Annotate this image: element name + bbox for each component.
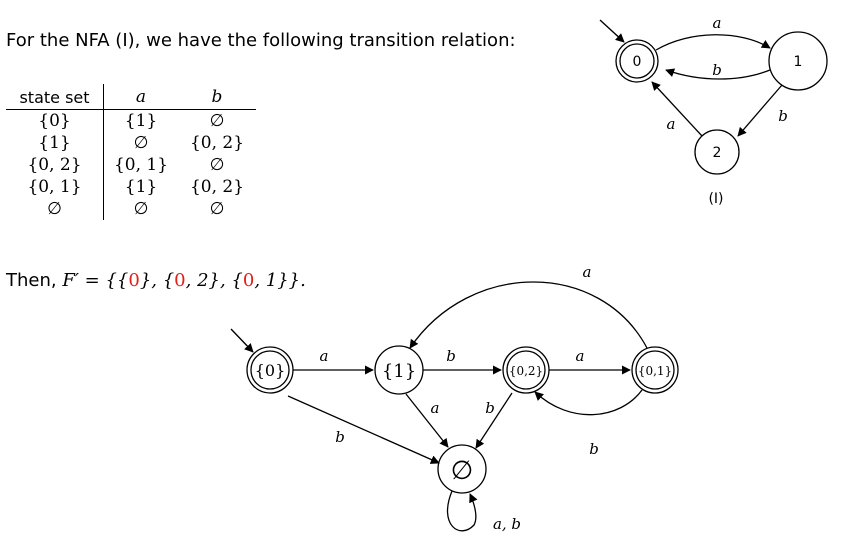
dfa-state-0-label: {0} — [255, 361, 286, 380]
dfa-edge-0-empty-label: b — [335, 428, 345, 446]
nfa-state-2-label: 2 — [713, 145, 722, 161]
nfa-edge-1-2-label: b — [778, 107, 788, 125]
transition-table: state set a b {0} {1} ∅ {1} ∅ {0, 2} {0,… — [6, 84, 256, 220]
nfa-state-0-label: 0 — [633, 54, 642, 70]
dfa-edge-0-1-label: a — [320, 347, 329, 365]
set2-rest: , 2}, { — [185, 270, 243, 291]
dfa-state-1-label: {1} — [382, 361, 416, 382]
nfa-edge-1-0 — [665, 68, 771, 80]
dfa-state-02-label: {0,2} — [509, 364, 543, 378]
nfa-edge-2-0 — [651, 81, 703, 137]
dfa-state-01: {0,1} — [631, 346, 679, 394]
fprime-open: F′ = {{ — [62, 270, 129, 291]
dfa-edge-empty-loop-label: a, b — [493, 515, 521, 533]
red-zero-3: 0 — [242, 270, 255, 291]
dfa-edge-1-empty-label: a — [431, 399, 440, 417]
cell: ∅ — [209, 111, 225, 131]
nfa-state-1: 1 — [768, 31, 828, 91]
dfa-edge-empty-loop — [446, 490, 478, 532]
dfa-state-02: {0,2} — [502, 346, 550, 394]
dfa-edge-02-empty-label: b — [485, 399, 495, 417]
dfa-edge-01-1 — [409, 281, 648, 349]
fprime-math: F′ = {{0}, {0, 2}, {0, 1}}. — [62, 270, 306, 291]
nfa-diagram: 0 1 2 a b b a (I) — [599, 14, 828, 207]
table-row: ∅ ∅ ∅ — [6, 198, 256, 220]
dfa-edge-01-02 — [534, 389, 643, 416]
dfa-state-1: {1} — [374, 345, 424, 395]
nfa-state-2: 2 — [694, 129, 740, 175]
nfa-state-0: 0 — [615, 39, 659, 83]
nfa-edge-0-1-label: a — [713, 14, 722, 32]
table-row: {1} ∅ {0, 2} — [6, 132, 256, 154]
dfa-edge-0-empty — [287, 395, 440, 464]
intro-text: For the NFA (I), we have the following t… — [6, 30, 516, 51]
dfa-state-01-label: {0,1} — [638, 364, 672, 378]
set1-rest: }, { — [139, 270, 175, 291]
then-prefix: Then, — [6, 270, 63, 291]
table-row: {0, 2} {0, 1} ∅ — [6, 154, 256, 176]
dfa-edge-02-01-label: a — [576, 347, 585, 365]
nfa-caption: (I) — [708, 191, 723, 207]
table-header-row: state set a b — [6, 84, 256, 110]
dfa-edge-1-empty — [405, 393, 449, 448]
nfa-state-1-label: 1 — [794, 54, 803, 70]
red-zero-1: 0 — [128, 270, 140, 291]
cell: {0, 1} — [6, 176, 104, 198]
cell: {1} — [124, 111, 158, 131]
cell: {1} — [6, 132, 104, 154]
dfa-edge-01-02-label: b — [589, 440, 599, 458]
nfa-edge-2-0-label: a — [667, 115, 676, 133]
dfa-state-empty: ∅ — [437, 444, 487, 494]
table-row: {0} {1} ∅ — [6, 109, 256, 132]
cell: {0, 2} — [6, 154, 104, 176]
dfa-start-arrow — [230, 328, 254, 353]
nfa-edge-1-0-label: b — [712, 61, 722, 79]
dfa-edge-1-02-label: b — [446, 347, 456, 365]
dfa-edge-02-empty — [475, 392, 513, 449]
cell: ∅ — [133, 133, 149, 153]
cell: {0, 2} — [189, 177, 245, 197]
dfa-state-0: {0} — [246, 346, 294, 394]
nfa-edge-1-2 — [737, 84, 783, 137]
dfa-state-empty-label: ∅ — [451, 456, 474, 486]
cell: ∅ — [6, 198, 104, 220]
cell: {0, 2} — [189, 133, 245, 153]
red-zero-2: 0 — [174, 270, 186, 291]
accepting-set-statement: Then, F′ = {{0}, {0, 2}, {0, 1}}. — [6, 270, 306, 291]
nfa-start-arrow — [599, 19, 625, 43]
cell: {0, 1} — [113, 155, 169, 175]
header-b: b — [178, 84, 256, 110]
nfa-edge-0-1 — [655, 34, 771, 51]
header-a: a — [103, 84, 178, 110]
dfa-diagram: {0} {1} {0,2} {0,1} ∅ a b a b a — [230, 263, 679, 533]
table-row: {0, 1} {1} {0, 2} — [6, 176, 256, 198]
cell: {0} — [6, 109, 104, 132]
dfa-edge-01-1-label: a — [583, 263, 592, 281]
cell: ∅ — [209, 155, 225, 175]
set3-rest: , 1}}. — [254, 270, 306, 291]
cell: ∅ — [209, 199, 225, 219]
cell: {1} — [124, 177, 158, 197]
cell: ∅ — [133, 199, 149, 219]
header-state-set: state set — [6, 84, 104, 110]
